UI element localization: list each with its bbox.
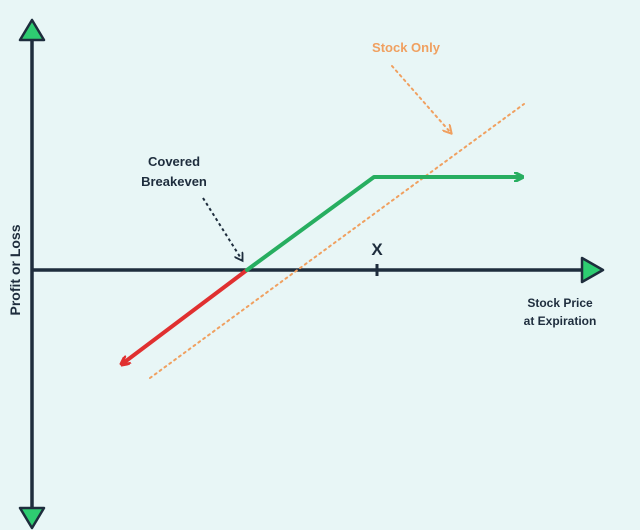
x-axis-label-line2: at Expiration [524,314,597,328]
y-axis-bottom-arrowhead [18,506,46,530]
breakeven-pointer [202,197,242,260]
profit-segment [245,177,524,272]
stock-only-line [149,103,525,379]
loss-segment [122,268,249,364]
x-axis-right-arrowhead [580,256,605,284]
stock-only-label: Stock Only [372,40,441,55]
breakeven-label-line1: Covered [148,154,200,169]
breakeven-label-line2: Breakeven [141,174,207,189]
y-axis-label: Profit or Loss [7,224,23,315]
strike-label: X [371,240,383,259]
stock-only-pointer [391,65,451,133]
y-axis-top-arrowhead [18,18,46,42]
x-axis-label-line1: Stock Price [527,296,593,310]
